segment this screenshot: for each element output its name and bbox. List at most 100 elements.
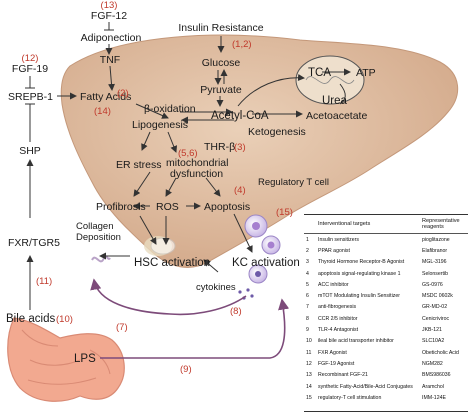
ref-3: (3) (234, 142, 246, 153)
label-insulin-resistance: Insulin Resistance (178, 22, 263, 34)
table-cell-n: 12 (306, 360, 312, 367)
table-cell-reagent: JKB-121 (422, 327, 442, 334)
label-collagen-2: Deposition (76, 232, 121, 243)
ref-13: (13) (101, 0, 118, 11)
table-cell-reagent: Obeticholic Acid (422, 349, 459, 356)
table-cell-reagent: Selonsertib (422, 270, 448, 277)
label-fatty-acids: Fatty Acids (80, 91, 131, 103)
label-ketogenesis: Ketogenesis (248, 126, 306, 138)
table-cell-target: FGF-19 Agonist (318, 360, 355, 367)
table-cell-target: TLR-4 Antagonist (318, 327, 359, 334)
table-cell-target: anti-fibrogenesis (318, 304, 357, 311)
label-lps: LPS (74, 353, 96, 365)
table-row: 4 apoptosis signal-regulating kinase 1 Sel… (304, 268, 468, 279)
table-cell-n: 14 (306, 383, 312, 390)
table-row: 14 synthetic Fatty-Acid/Bile-Acid Conjuga… (304, 381, 468, 392)
table-cell-target: ACC inhibitor (318, 281, 349, 288)
table-row: 13 Recombinant FGF-21 BMS986036 (304, 370, 468, 381)
label-glucose: Glucose (202, 57, 241, 69)
interventions-table: Interventional targets Representative re… (304, 214, 468, 412)
label-profibrosis: Profibrosis (96, 201, 146, 213)
label-beta-oxidation: β-oxidation (144, 103, 196, 115)
table-cell-reagent: GR-MD-02 (422, 304, 448, 311)
label-mito-1: mitochondrial (166, 157, 228, 169)
ref-5-6: (5,6) (178, 148, 198, 159)
table-row: 11 FXR Agonist Obeticholic Acid (304, 347, 468, 358)
cytokine-dots-icon (238, 288, 254, 300)
table-cell-n: 3 (306, 259, 309, 266)
label-collagen-1: Collagen (76, 221, 114, 232)
label-lipogenesis: Lipogenesis (132, 119, 188, 131)
label-acetoacetate: Acetoacetate (306, 110, 367, 122)
table-cell-reagent: BMS986036 (422, 372, 451, 379)
table-row: 2 PPAR agonist Elafibranor (304, 245, 468, 256)
table-cell-n: 8 (306, 315, 309, 322)
label-adiponectin: Adiponection (81, 32, 142, 44)
table-cell-n: 10 (306, 338, 312, 345)
table-cell-n: 7 (306, 304, 309, 311)
label-cytokines: cytokines (196, 282, 236, 293)
intestine-shape (7, 317, 125, 402)
ref-12: (12) (22, 53, 39, 64)
header-targets: Interventional targets (318, 221, 371, 227)
label-bile-acids: Bile acids (6, 313, 55, 325)
table-cell-reagent: IMM-124E (422, 394, 446, 401)
table-cell-reagent: NGM282 (422, 360, 443, 367)
label-er-stress: ER stress (116, 159, 162, 171)
table-cell-reagent: Cenicriviroc (422, 315, 450, 322)
table-cell-target: PPAR agonist (318, 247, 350, 254)
table-cell-n: 4 (306, 270, 309, 277)
table-cell-target: synthetic Fatty-Acid/Bile-Acid Conjugate… (318, 383, 413, 390)
ref-14: (14) (94, 106, 111, 117)
table-cell-reagent: SLC10A2 (422, 338, 445, 345)
label-fgf19: FGF-19 (12, 63, 48, 75)
table-cell-reagent: Aramchol (422, 383, 444, 390)
label-regulatory-t-cell: Regulatory T cell (258, 177, 329, 188)
table-cell-reagent: pioglitazone (422, 236, 450, 243)
table-row: 7 anti-fibrogenesis GR-MD-02 (304, 302, 468, 313)
table-cell-n: 2 (306, 247, 309, 254)
table-row: 15 regulatory-T cell stimulation IMM-124E (304, 392, 468, 403)
table-cell-target: Insulin sensitizers (318, 236, 359, 243)
label-shp: SHP (19, 145, 41, 157)
table-cell-n: 6 (306, 293, 309, 300)
table-cell-n: 11 (306, 349, 312, 356)
table-cell-reagent: Elafibranor (422, 247, 448, 254)
label-thr-beta: THR-β (204, 141, 235, 153)
table-cell-n: 13 (306, 372, 312, 379)
table-cell-n: 15 (306, 394, 312, 401)
ref-7: (7) (116, 322, 128, 333)
table-row: 8 CCR 2/5 inhibitor Cenicriviroc (304, 313, 468, 324)
label-pyruvate: Pyruvate (200, 84, 242, 96)
table-cell-target: regulatory-T cell stimulation (318, 394, 382, 401)
label-tnf: TNF (100, 54, 120, 66)
label-urea: Urea (322, 95, 348, 107)
table-cell-target: Recombinant FGF-21 (318, 372, 368, 379)
label-apoptosis: Apoptosis (204, 201, 250, 213)
ref-4: (4) (234, 185, 246, 196)
table-cell-n: 1 (306, 236, 309, 243)
table-cell-reagent: MGL-3196 (422, 259, 447, 266)
table-cell-target: apoptosis signal-regulating kinase 1 (318, 270, 401, 277)
header-reagents: Representative reagents (422, 218, 460, 230)
label-tca: TCA (308, 67, 331, 79)
label-ros: ROS (156, 201, 179, 213)
table-cell-n: 5 (306, 281, 309, 288)
table-row: 12 FGF-19 Agonist NGM282 (304, 358, 468, 369)
label-mito-2: dysfunction (170, 168, 223, 180)
table-row: 1 Insulin sensitizers pioglitazone (304, 234, 468, 245)
ref-1-2: (1,2) (232, 39, 252, 50)
collagen-fiber-icon (91, 255, 111, 263)
table-body: 1 Insulin sensitizers pioglitazone 2 PPAR ag… (304, 234, 468, 403)
table-cell-target: CCR 2/5 inhibitor (318, 315, 358, 322)
ref-8: (8) (230, 306, 242, 317)
ref-10: (10) (56, 314, 73, 325)
ref-15: (15) (276, 207, 293, 218)
table-cell-target: FXR Agonist (318, 349, 347, 356)
label-hsc-activation: HSC activation (134, 257, 210, 269)
label-srepb1: SREPB-1 (8, 91, 53, 103)
